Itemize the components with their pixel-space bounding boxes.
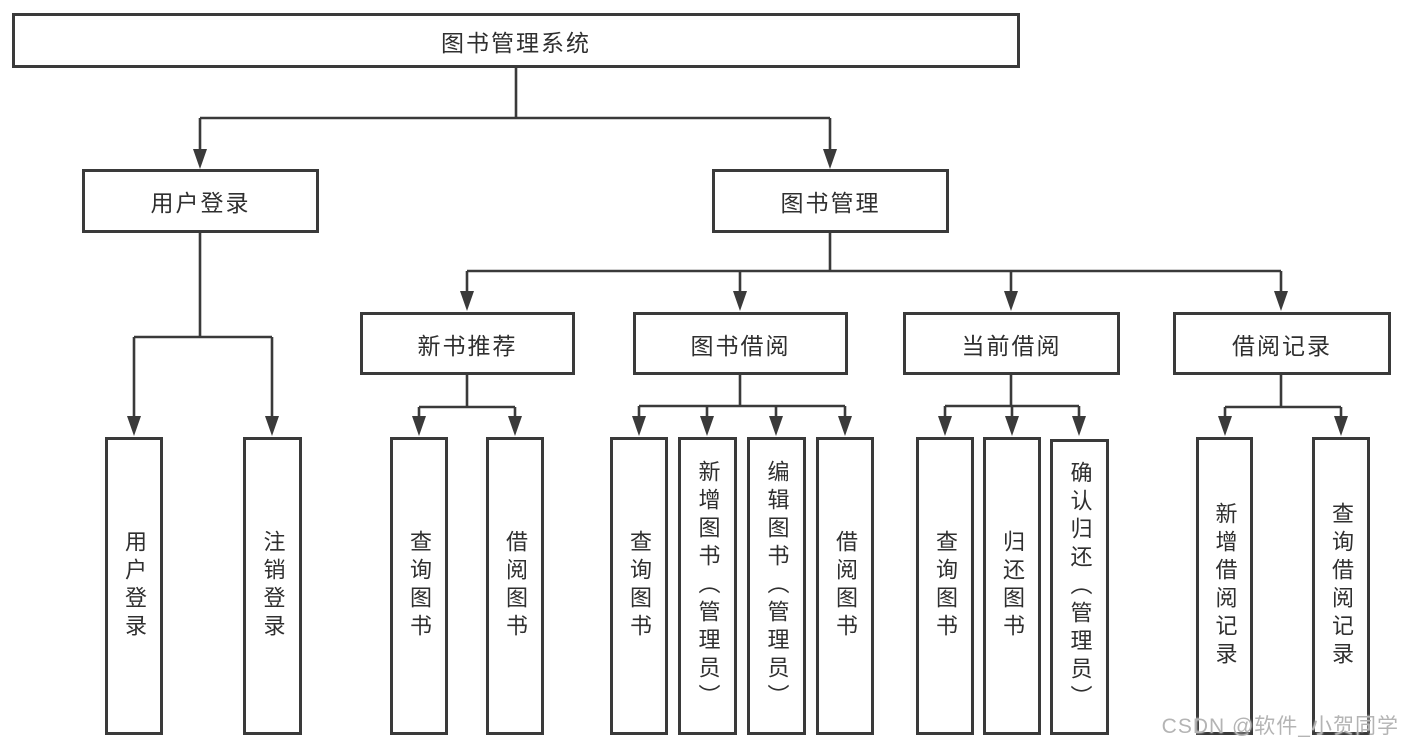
node-label: 用户登录 [122,530,147,642]
arrow-head [412,416,426,436]
node-label: 新书推荐 [417,332,518,359]
node-label: 查询图书 [933,530,958,642]
node-label: 新增借阅记录 [1212,502,1238,670]
node-label: 借阅记录 [1232,332,1332,359]
node-current-borrow: 当前借阅 [903,312,1120,375]
leaf-current-confirm-return-admin: 确认归还（管理员） [1050,439,1109,735]
node-user-login-group: 用户登录 [82,169,319,233]
arrow-head [632,416,646,436]
arrow-head [460,291,474,311]
node-label: 查询图书 [407,530,432,642]
arrow-head [265,416,279,436]
node-label: 注销登录 [260,530,286,642]
node-book-management: 图书管理 [712,169,949,233]
connector-userlogin-to-leaves [132,233,274,419]
leaf-records-add-borrow-record: 新增借阅记录 [1196,437,1253,735]
node-library-system: 图书管理系统 [12,13,1020,68]
leaf-recommend-borrow-books: 借阅图书 [486,437,544,735]
leaf-borrow-edit-books-admin: 编辑图书（管理员） [747,437,806,735]
node-label: 查询图书 [627,530,652,642]
arrow-head [1004,291,1018,311]
connector-current-to-leaves [943,375,1081,419]
node-label: 图书管理 [780,190,881,216]
node-label: 查询借阅记录 [1329,502,1354,670]
arrow-head [700,416,714,436]
arrow-head [938,416,952,436]
node-book-borrow: 图书借阅 [633,312,848,375]
leaf-current-return-books: 归还图书 [983,437,1041,735]
leaf-current-query-books: 查询图书 [916,437,974,735]
arrow-head [733,291,747,311]
connector-recommend-to-leaves [417,375,517,419]
arrow-head [838,416,852,436]
leaf-user-login: 用户登录 [105,437,163,735]
node-label: 编辑图书（管理员） [764,460,790,712]
arrow-head [193,149,207,169]
arrow-head [823,149,837,169]
arrow-head [1072,416,1086,436]
watermark-text: CSDN @软件_小贺同学 [1161,715,1399,738]
node-label: 图书借阅 [690,332,791,359]
leaf-recommend-query-books: 查询图书 [390,437,448,735]
node-label: 用户登录 [150,190,251,216]
leaf-logout: 注销登录 [243,437,302,735]
arrow-head [508,416,522,436]
node-label: 新增图书（管理员） [695,460,721,712]
arrow-head [1274,291,1288,311]
node-label: 当前借阅 [961,332,1062,359]
node-label: 借阅图书 [503,530,528,642]
connector-borrow-to-leaves [637,375,847,419]
node-borrow-records: 借阅记录 [1173,312,1391,375]
connector-bookmgmt-to-level3 [465,233,1283,295]
arrow-head [1005,416,1019,436]
arrow-head [1334,416,1348,436]
leaf-borrow-borrow-books: 借阅图书 [816,437,874,735]
node-new-book-recommend: 新书推荐 [360,312,575,375]
leaf-records-query-borrow-record: 查询借阅记录 [1312,437,1370,735]
leaf-borrow-add-books-admin: 新增图书（管理员） [678,437,737,735]
leaf-borrow-query-books: 查询图书 [610,437,668,735]
connector-records-to-leaves [1223,375,1343,419]
node-label: 确认归还（管理员） [1067,461,1093,713]
node-label: 借阅图书 [833,530,858,642]
arrow-head [769,416,783,436]
node-label: 图书管理系统 [441,29,591,56]
arrow-head [1218,416,1232,436]
node-label: 归还图书 [1000,530,1025,642]
arrow-head [127,416,141,436]
connector-root-to-level2 [198,68,832,152]
